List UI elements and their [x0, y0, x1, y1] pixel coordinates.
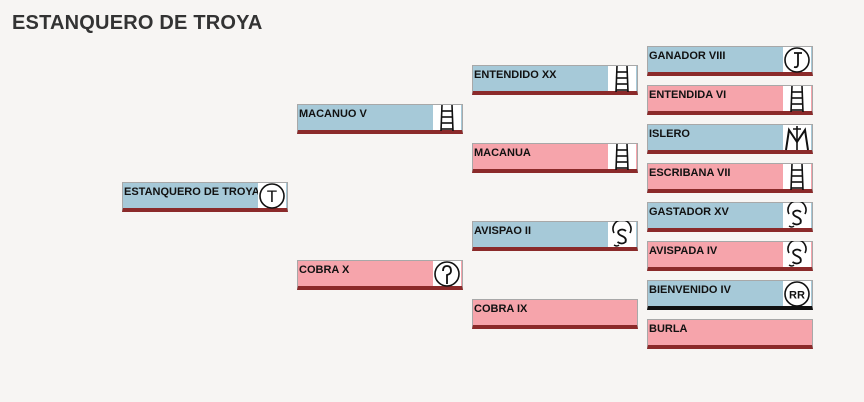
circle-rr-brand-icon: RR	[783, 280, 811, 307]
ladder-brand-icon	[783, 163, 811, 190]
sire-sire-name: ENTENDIDO XX	[474, 69, 557, 81]
circle-s-brand-icon	[783, 201, 811, 228]
sire-name: MACANUO V	[299, 108, 367, 120]
g3-name-3: ISLERO	[649, 128, 690, 140]
dam-dam-name: COBRA IX	[474, 303, 528, 315]
sire-dam-name: MACANUA	[474, 147, 531, 159]
sire-sire-box[interactable]: ENTENDIDO XX	[472, 65, 638, 95]
subject-name: ESTANQUERO DE TROYA	[124, 186, 260, 198]
sire-dam-box[interactable]: MACANUA	[472, 143, 638, 173]
sire-box[interactable]: MACANUO V	[297, 104, 463, 134]
g3-name-1: GANADOR VIII	[649, 50, 726, 62]
g3-name-2: ENTENDIDA VI	[649, 89, 727, 101]
ladder-brand-icon	[783, 85, 811, 112]
g3-box-1[interactable]: GANADOR VIII	[647, 46, 813, 76]
circle-hook-brand-icon	[433, 260, 461, 287]
g3-box-2[interactable]: ENTENDIDA VI	[647, 85, 813, 115]
dam-dam-box[interactable]: COBRA IX	[472, 299, 638, 329]
ladder-brand-icon	[608, 143, 636, 170]
g3-name-6: AVISPADA IV	[649, 245, 718, 257]
g3-box-3[interactable]: ISLERO	[647, 124, 813, 154]
ladder-brand-icon	[433, 104, 461, 131]
g3-box-6[interactable]: AVISPADA IV	[647, 240, 813, 271]
subject-box[interactable]: ESTANQUERO DE TROYA T	[122, 182, 288, 212]
circle-j-brand-icon	[783, 46, 811, 73]
dam-name: COBRA X	[299, 264, 350, 276]
m-cross-brand-icon	[783, 125, 811, 150]
circle-rr-letters: RR	[789, 289, 805, 301]
g3-box-4[interactable]: ESCRIBANA VII	[647, 163, 813, 193]
g3-name-4: ESCRIBANA VII	[649, 167, 731, 179]
dam-sire-name: AVISPAO II	[474, 225, 532, 237]
circle-s-brand-icon	[783, 240, 811, 267]
g3-name-7: BIENVENIDO IV	[649, 284, 731, 296]
g3-name-5: GASTADOR XV	[649, 206, 729, 218]
g3-box-7[interactable]: BIENVENIDO IV RR	[647, 280, 813, 310]
circle-t-brand-icon: T	[258, 182, 286, 209]
g3-box-8[interactable]: BURLA	[647, 319, 813, 349]
g3-box-5[interactable]: GASTADOR XV	[647, 201, 813, 232]
dam-sire-box[interactable]: AVISPAO II	[472, 220, 638, 251]
page-title: ESTANQUERO DE TROYA	[12, 12, 263, 34]
g3-name-8: BURLA	[649, 323, 688, 335]
circle-s-brand-icon	[608, 220, 636, 247]
dam-box[interactable]: COBRA X	[297, 260, 463, 290]
circle-t-letter: T	[267, 187, 277, 206]
ladder-brand-icon	[608, 65, 636, 92]
